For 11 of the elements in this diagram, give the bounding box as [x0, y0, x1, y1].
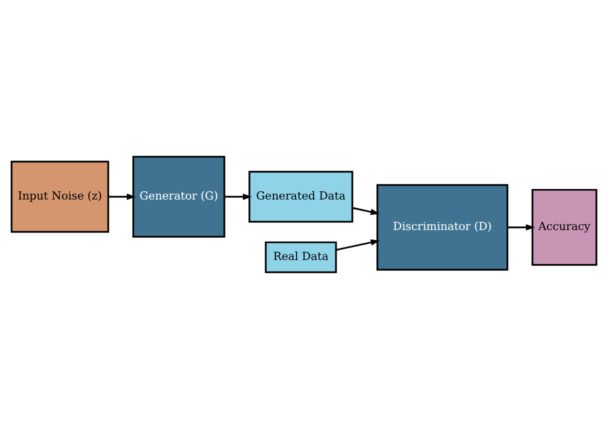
- node-box: Generator (G): [132, 155, 226, 238]
- arrow: [352, 206, 380, 214]
- arrow: [507, 224, 535, 230]
- arrow: [108, 193, 136, 200]
- arrow: [336, 238, 380, 250]
- node-box: Input Noise (z): [10, 160, 110, 232]
- node-box: Discriminator (D): [376, 184, 508, 270]
- node-box: Accuracy: [532, 188, 598, 266]
- node-box: Real Data: [264, 240, 337, 273]
- arrow: [224, 193, 252, 200]
- node-box: Generated Data: [248, 170, 354, 222]
